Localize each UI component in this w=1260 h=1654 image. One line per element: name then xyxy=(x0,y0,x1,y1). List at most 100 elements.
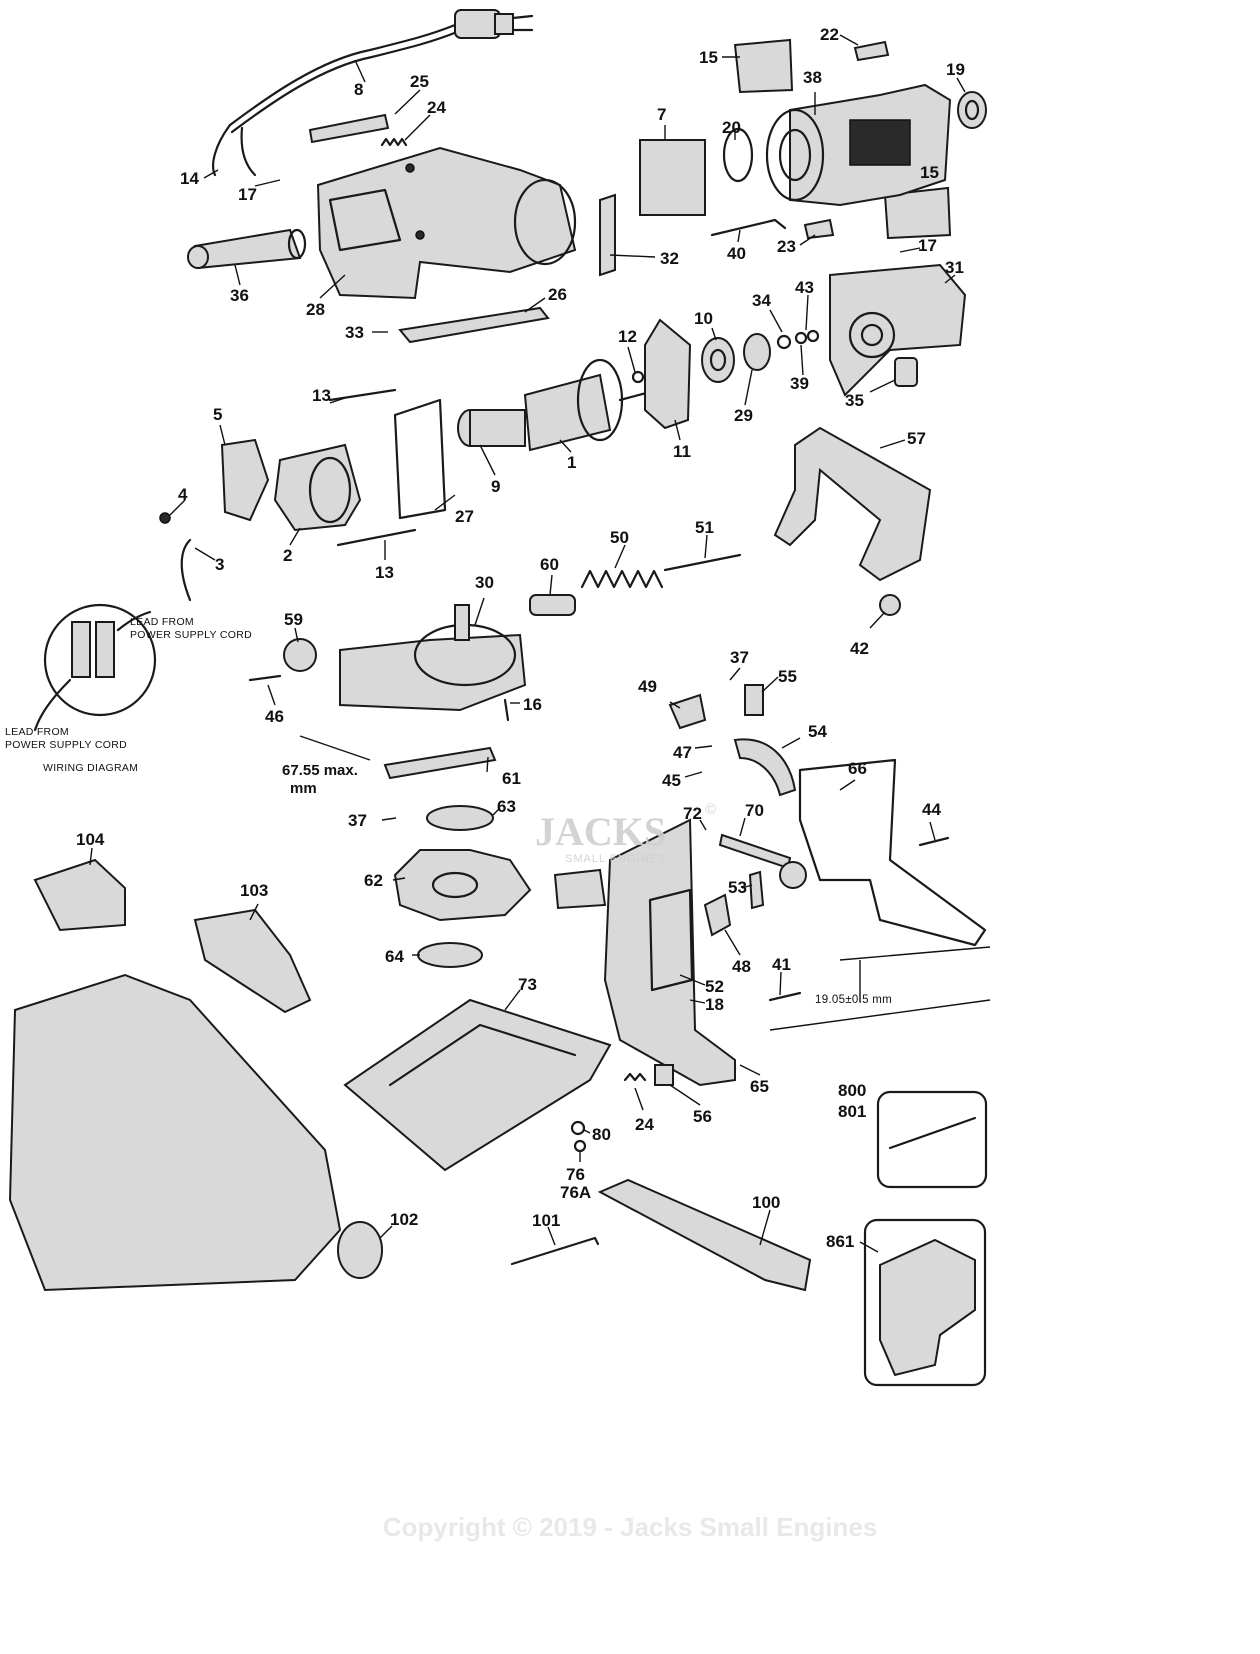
callout-10: 10 xyxy=(694,309,713,328)
dust-port-104-part xyxy=(33,858,126,932)
callout-8: 8 xyxy=(354,80,363,99)
callout-13: 13 xyxy=(312,386,331,405)
callout-801: 801 xyxy=(838,1102,866,1121)
dust-bag-port-part xyxy=(337,1221,383,1279)
baffle-part xyxy=(393,398,447,520)
dust-bag-part xyxy=(8,973,342,1292)
clip-part xyxy=(710,218,787,237)
switch-part xyxy=(308,113,390,144)
callout-49: 49 xyxy=(638,677,657,696)
front-fence-part xyxy=(603,818,736,1087)
callout-66: 66 xyxy=(848,759,867,778)
lever-48-part xyxy=(703,893,732,937)
callout-55: 55 xyxy=(778,667,797,686)
callout-17b: 17 xyxy=(918,236,937,255)
callout-35: 35 xyxy=(845,391,864,410)
power-cord-part xyxy=(212,9,534,177)
hex-key-part xyxy=(510,1236,600,1266)
callout-36: 36 xyxy=(230,286,249,305)
callout-80: 80 xyxy=(592,1125,611,1144)
watermark-tagline: SMALL ENGINES xyxy=(565,853,666,865)
callout-56: 56 xyxy=(693,1107,712,1126)
bolt-part xyxy=(248,674,282,682)
callout-1: 1 xyxy=(567,453,576,472)
callout-20: 20 xyxy=(722,118,741,137)
callout-22: 22 xyxy=(820,25,839,44)
callout-15b: 15 xyxy=(920,163,939,182)
fan-plate-part xyxy=(644,318,692,430)
inset-800-box xyxy=(876,1090,988,1189)
callout-34: 34 xyxy=(752,291,771,310)
callout-800: 800 xyxy=(838,1081,866,1100)
base-assembly-part xyxy=(339,604,527,712)
callout-62: 62 xyxy=(364,871,383,890)
callout-54: 54 xyxy=(808,722,827,741)
ring-part xyxy=(631,370,645,384)
callout-43: 43 xyxy=(795,278,814,297)
callout-30: 30 xyxy=(475,573,494,592)
brush-holder-part xyxy=(639,139,706,216)
callout-61: 61 xyxy=(502,769,521,788)
callout-42: 42 xyxy=(850,639,869,658)
copyright-notice: Copyright © 2019 - Jacks Small Engines xyxy=(382,1512,878,1542)
callout-14: 14 xyxy=(180,169,199,188)
callout-73: 73 xyxy=(518,975,537,994)
callout-24: 24 xyxy=(427,98,446,117)
callout-7: 7 xyxy=(657,105,666,124)
callout-861: 861 xyxy=(826,1232,854,1251)
tag-part xyxy=(853,40,890,62)
spring-50-part xyxy=(580,569,664,589)
wiring-line: POWER SUPPLY CORD xyxy=(130,629,252,641)
callout-100: 100 xyxy=(752,1193,780,1212)
rod-part xyxy=(663,553,742,572)
plate-21-part xyxy=(553,868,607,910)
callout-11: 11 xyxy=(673,442,691,461)
pinion-gear-part xyxy=(743,333,771,371)
callout-45: 45 xyxy=(662,771,681,790)
wiring-circle xyxy=(43,603,157,717)
callout-64: 64 xyxy=(385,947,404,966)
watermark-brand: JACKS xyxy=(535,809,666,854)
callout-29: 29 xyxy=(734,406,753,425)
bearing-part xyxy=(957,91,987,129)
rail-part xyxy=(398,306,550,344)
callout-51: 51 xyxy=(695,518,714,537)
callout-26: 26 xyxy=(548,285,567,304)
depth-unit: mm xyxy=(290,780,317,797)
side-handle-part xyxy=(773,426,932,582)
callout-12: 12 xyxy=(618,327,637,346)
callout-37: 37 xyxy=(730,648,749,667)
inset-861-box xyxy=(863,1218,987,1387)
flange-part xyxy=(426,805,494,831)
callout-46: 46 xyxy=(265,707,284,726)
callout-40: 40 xyxy=(727,244,746,263)
callout-103: 103 xyxy=(240,881,268,900)
bushing-60-part xyxy=(529,594,576,616)
watermark-registered: © xyxy=(705,801,716,818)
callout-63: 63 xyxy=(497,797,516,816)
knob-70-part xyxy=(779,861,807,889)
wiring-line: POWER SUPPLY CORD xyxy=(5,739,127,751)
pad-part xyxy=(803,218,835,240)
callout-5: 5 xyxy=(213,405,222,424)
screw-76-part xyxy=(573,1139,587,1153)
slide-part xyxy=(383,746,497,780)
callout-4: 4 xyxy=(178,485,188,504)
wiring-line: LEAD FROM xyxy=(130,616,194,628)
callout-13b: 13 xyxy=(375,563,394,582)
gear-case-part xyxy=(829,263,967,397)
callout-39: 39 xyxy=(790,374,809,393)
callout-16: 16 xyxy=(523,695,542,714)
screw-part xyxy=(328,388,397,402)
shaft-70-part xyxy=(718,833,792,870)
base-plate-part xyxy=(343,998,612,1172)
washer-part xyxy=(776,334,792,350)
clip-56-part xyxy=(654,1064,674,1086)
bushing-part xyxy=(894,357,918,387)
screw-4-part xyxy=(159,512,171,524)
callout-31: 31 xyxy=(945,258,964,277)
fence-part xyxy=(798,758,987,947)
dim-line-depth xyxy=(299,735,371,761)
